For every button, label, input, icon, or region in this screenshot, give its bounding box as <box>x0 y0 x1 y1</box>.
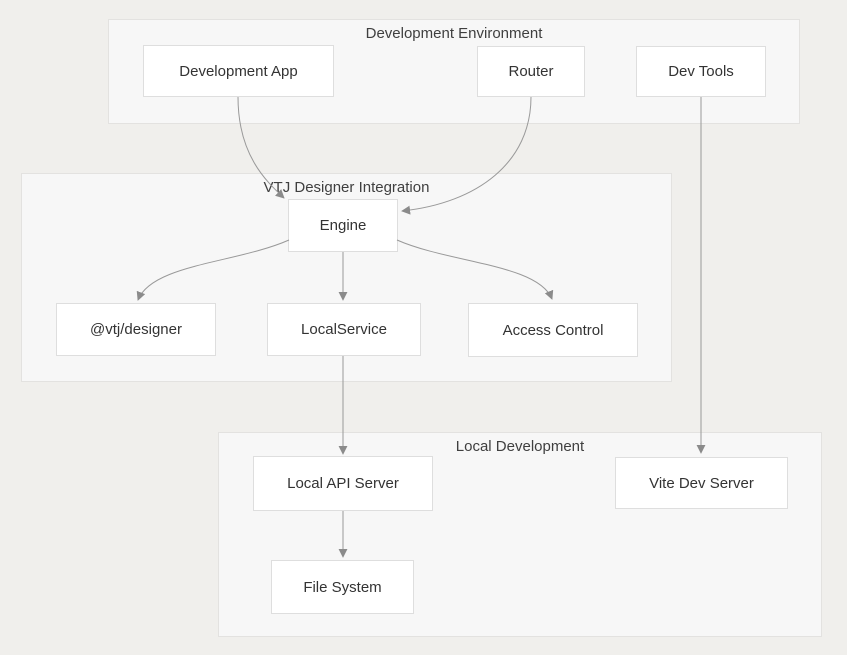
node-local-api-server: Local API Server <box>253 456 433 511</box>
group-title-local-development: Local Development <box>455 438 585 455</box>
node-development-app: Development App <box>143 45 334 97</box>
node-vite-dev-server: Vite Dev Server <box>615 457 788 509</box>
node-local-service: LocalService <box>267 303 421 356</box>
node-dev-tools: Dev Tools <box>636 46 766 97</box>
node-file-system: File System <box>271 560 414 614</box>
group-title-vtj-designer-integration: VTJ Designer Integration <box>263 179 430 196</box>
node-router: Router <box>477 46 585 97</box>
node-vtj-designer: @vtj/designer <box>56 303 216 356</box>
node-engine: Engine <box>288 199 398 252</box>
group-title-development-environment: Development Environment <box>365 25 543 42</box>
node-access-control: Access Control <box>468 303 638 357</box>
